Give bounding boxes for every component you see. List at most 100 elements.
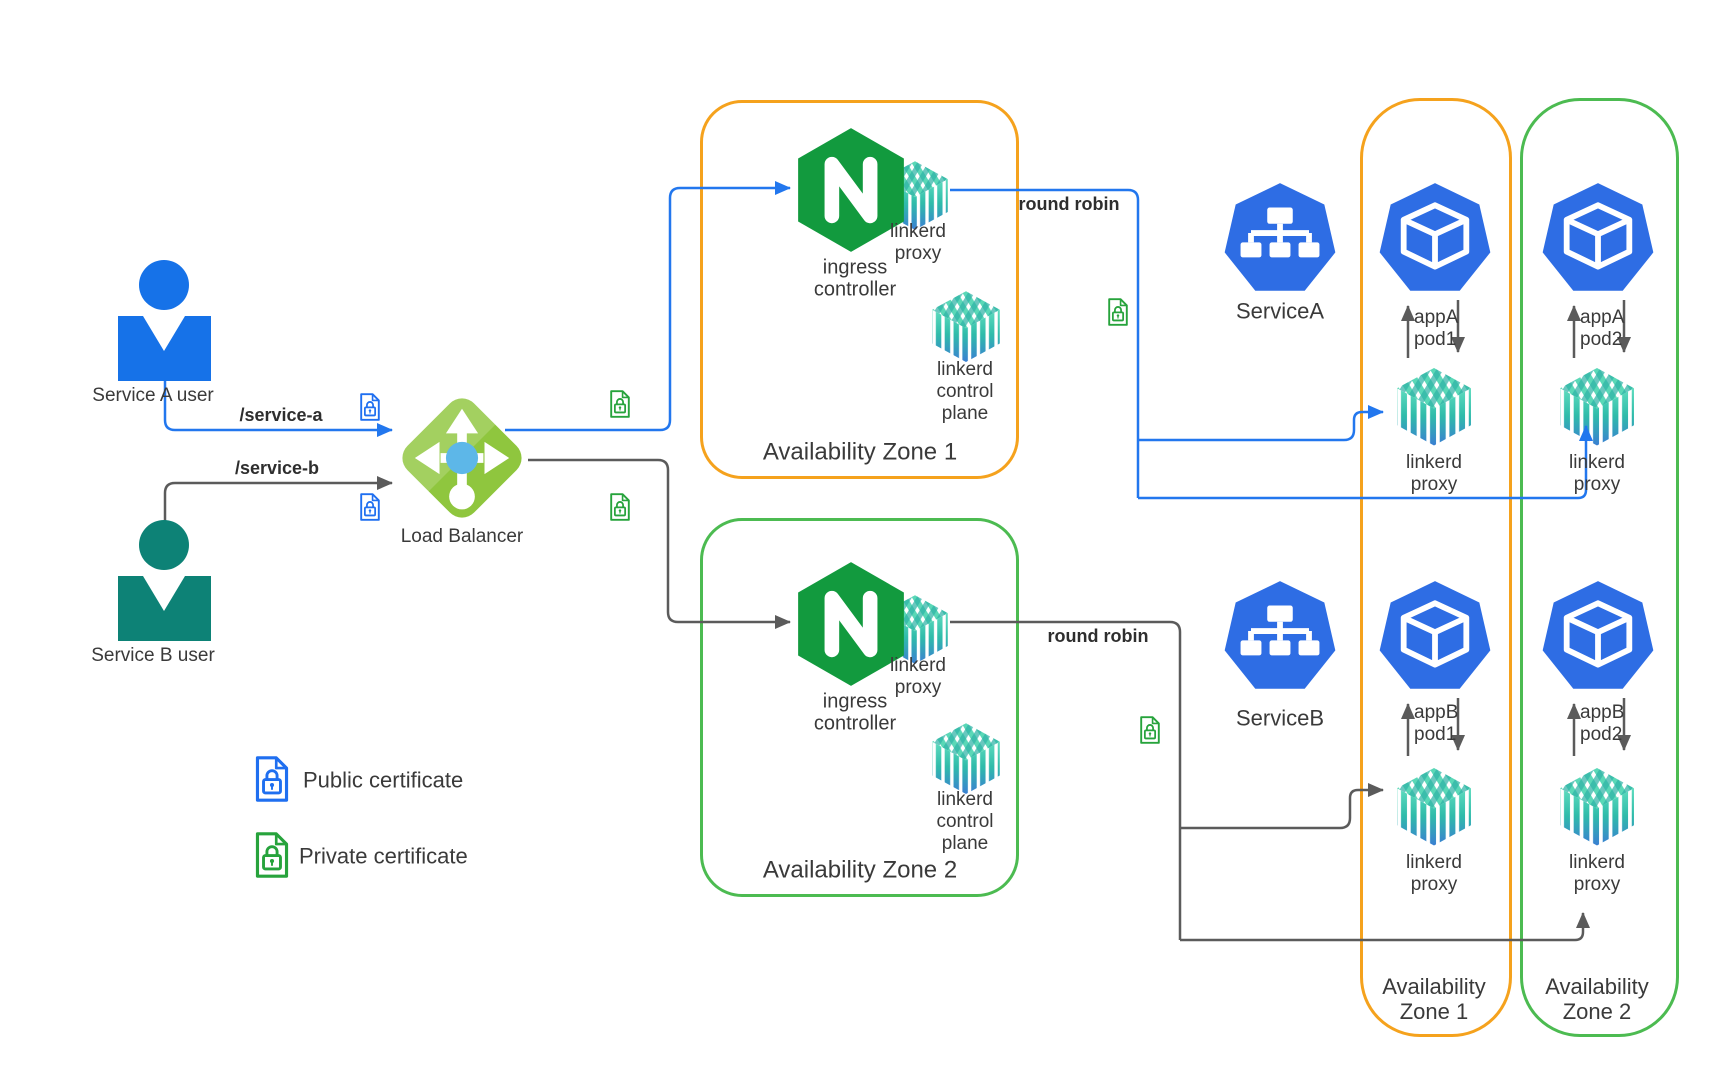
column-zone-1-label: Availability Zone 1 (1382, 974, 1486, 1024)
zone-word: Zone 1 (1399, 999, 1469, 1024)
private-certificate-icon (609, 390, 631, 418)
linkerd-proxy-b1-icon (1390, 762, 1478, 848)
edge-user-a-to-lb (163, 380, 393, 437)
plane-word: plane (941, 403, 989, 424)
availability-word: Availability (1545, 974, 1649, 999)
ingress-controller-zone2-label: ingress controller (813, 690, 897, 735)
linkerd-proxy-a1-icon (1390, 362, 1478, 448)
edge-round-robin-1 (950, 188, 1140, 498)
edge-user-b-to-lb (163, 476, 393, 522)
linkerd-proxy-zone1-label: linkerd proxy (890, 221, 946, 265)
ingress-line2: controller (813, 278, 897, 300)
private-certificate-icon (609, 493, 631, 521)
user-a-label: Service A user (92, 385, 214, 406)
public-certificate-icon (359, 493, 381, 521)
pod-name: pod2 (1580, 724, 1623, 745)
pod-column-zone-2-box (1520, 98, 1679, 1037)
service-b-icon (1222, 580, 1338, 696)
az1-title: Availability Zone 1 (762, 438, 958, 466)
private-certificate-icon (1139, 716, 1161, 744)
app-name: appA (1414, 307, 1459, 328)
control-word: control (936, 811, 994, 832)
ingress-line1: ingress (822, 256, 888, 279)
round-robin-1-label: round robin (1018, 194, 1120, 214)
private-certificate-icon (1107, 298, 1129, 326)
ingress-line1: ingress (822, 690, 888, 713)
app-name: appB (1580, 702, 1625, 723)
linkerd-proxy-a1-label: linkerd proxy (1406, 452, 1462, 496)
availability-word: Availability (1382, 974, 1486, 999)
linkerd-word: linkerd (937, 789, 993, 810)
legend-public-label: Public certificate (303, 767, 464, 793)
zone-word: Zone 2 (1562, 999, 1632, 1024)
user-a-icon (117, 259, 212, 381)
legend-private-certificate-icon (253, 832, 291, 878)
ingress-controller-zone1-label: ingress controller (813, 256, 897, 301)
edge-lb-to-nginx2 (528, 458, 791, 629)
route-a-label: /service-a (239, 405, 323, 425)
load-balancer-label: Load Balancer (400, 526, 524, 547)
availability-zone-1-box (700, 100, 1019, 479)
service-a-icon (1222, 182, 1338, 298)
control-word: control (936, 381, 994, 402)
app-name: appA (1580, 307, 1625, 328)
linkerd-proxy-b2-label: linkerd proxy (1569, 852, 1625, 896)
nginx-ingress-zone1-icon (794, 127, 908, 253)
proxy-word: proxy (894, 677, 942, 698)
edge-to-proxy-b1 (1180, 783, 1384, 830)
pod-name: pod1 (1414, 724, 1457, 745)
linkerd-word: linkerd (937, 359, 993, 380)
linkerd-control-plane-zone2-icon (925, 720, 1007, 794)
pod-appB-pod1-icon (1377, 580, 1493, 696)
pod-b1-label: appB pod1 (1414, 702, 1458, 746)
edge-to-proxy-b2 (1180, 912, 1590, 942)
proxy-word: proxy (1410, 874, 1458, 895)
proxy-word: proxy (1573, 474, 1621, 495)
az2-title: Availability Zone 2 (762, 856, 958, 884)
pod-name: pod2 (1580, 329, 1623, 350)
edge-lb-to-nginx1 (505, 181, 791, 432)
linkerd-control-plane-zone2-label: linkerd control plane (936, 789, 993, 855)
app-name: appB (1414, 702, 1459, 723)
pod-appA-pod2-icon (1540, 182, 1656, 298)
ingress-line2: controller (813, 712, 897, 734)
edge-to-proxy-a1 (1138, 405, 1384, 442)
linkerd-word: linkerd (1569, 452, 1625, 473)
legend-public-certificate-icon (253, 756, 291, 802)
pod-appA-pod1-icon (1377, 182, 1493, 298)
service-b-label: ServiceB (1235, 705, 1325, 731)
user-b-label: Service B user (91, 645, 215, 666)
linkerd-word: linkerd (1406, 452, 1462, 473)
linkerd-word: linkerd (890, 221, 946, 242)
edge-round-robin-2 (950, 620, 1182, 940)
load-balancer-icon (387, 383, 537, 533)
pod-a2-label: appA pod2 (1580, 307, 1624, 351)
service-a-label: ServiceA (1235, 298, 1325, 324)
round-robin-2-label: round robin (1047, 626, 1149, 646)
public-certificate-icon (359, 393, 381, 421)
linkerd-word: linkerd (1406, 852, 1462, 873)
availability-zone-2-box (700, 518, 1019, 897)
linkerd-word: linkerd (890, 655, 946, 676)
linkerd-proxy-b2-icon (1553, 762, 1641, 848)
linkerd-proxy-zone2-label: linkerd proxy (890, 655, 946, 699)
column-zone-2-label: Availability Zone 2 (1545, 974, 1649, 1024)
pod-b2-label: appB pod2 (1580, 702, 1624, 746)
proxy-word: proxy (894, 243, 942, 264)
edge-to-proxy-a2 (1138, 425, 1593, 500)
plane-word: plane (941, 833, 989, 854)
linkerd-proxy-a2-label: linkerd proxy (1569, 452, 1625, 496)
pod-appB-pod2-icon (1540, 580, 1656, 696)
proxy-word: proxy (1573, 874, 1621, 895)
nginx-ingress-zone2-icon (794, 561, 908, 687)
legend-private-label: Private certificate (299, 843, 468, 869)
linkerd-word: linkerd (1569, 852, 1625, 873)
pod-name: pod1 (1414, 329, 1457, 350)
linkerd-proxy-b1-label: linkerd proxy (1406, 852, 1462, 896)
proxy-word: proxy (1410, 474, 1458, 495)
pod-column-zone-1-box (1360, 98, 1512, 1037)
pod-a1-label: appA pod1 (1414, 307, 1458, 351)
